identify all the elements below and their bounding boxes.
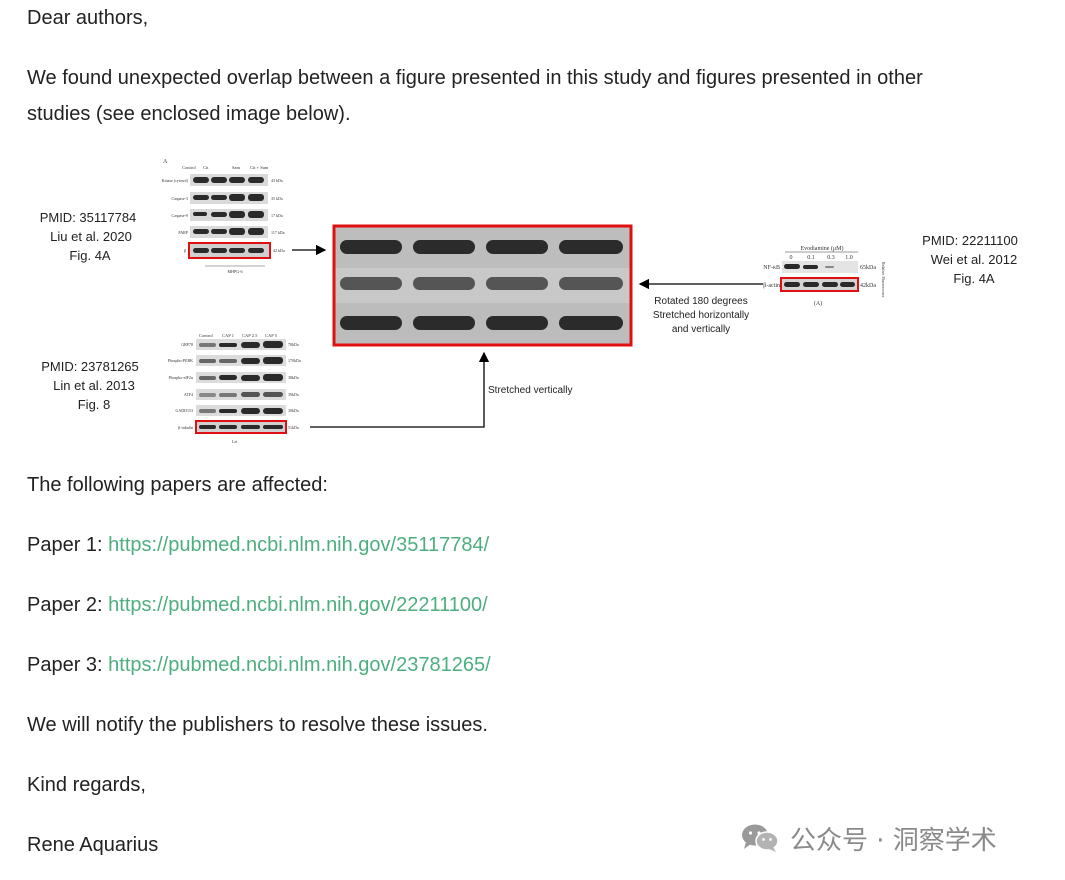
right-dose-1: 0.1 (807, 255, 815, 261)
rotate-note-line-1: Rotated 180 degrees (654, 296, 747, 307)
lt-row-1: Caspase-3 (172, 196, 188, 201)
paper-2-link[interactable]: https://pubmed.ncbi.nlm.nih.gov/22211100… (108, 594, 488, 616)
right-blot: Evodiamine (μM) 0 0.1 0.3 1.0 NF-κB β-ac… (763, 245, 886, 307)
wechat-icon (742, 824, 779, 852)
lb-row-0: GRP78 (181, 342, 193, 347)
lt-col-2: Sam (232, 165, 241, 170)
lb-footer: Lei (232, 439, 238, 444)
lb-size-1: 170kDa (288, 358, 301, 363)
lb-row-2: Phospho-eIF2α (168, 375, 193, 380)
left-top-pmid: PMID: 35117784 (40, 210, 137, 225)
overlap-figure: PMID: 35117784 Liu et al. 2020 Fig. 4A A… (40, 159, 1018, 444)
lt-size-1: 35 kDa (271, 196, 283, 201)
lb-row-1: Phospho-PERK (168, 358, 193, 363)
right-pmid: PMID: 22211100 (922, 233, 1018, 248)
lb-size-2: 38kDa (288, 375, 299, 380)
lt-size-0: 43 kDa (271, 178, 283, 183)
lb-col-0: Control (199, 333, 214, 338)
lt-size-4: 42 kDa (273, 248, 285, 253)
lt-size-2: 17 kDa (271, 213, 283, 218)
lt-row-2: Caspase-9 (172, 213, 188, 218)
lt-size-3: 117 kDa (271, 230, 285, 235)
right-highlight-box (780, 277, 859, 292)
lb-row-4: GADD153 (175, 408, 193, 413)
right-row-1: β-actin (763, 283, 780, 289)
lt-col-0: Control (182, 165, 197, 170)
left-top-blot: A Control Cit Sam Cit + Sam Kinase (cyto… (162, 159, 285, 274)
right-dose-0: 0 (790, 255, 793, 261)
notify-text: We will notify the publishers to resolve… (27, 714, 488, 736)
lb-col-3: CAP 5 (265, 333, 278, 338)
right-fig: Fig. 4A (953, 271, 995, 286)
paper-3-label: Paper 3: (27, 654, 109, 676)
right-size-1: 42kDa (860, 283, 876, 289)
paper-2: Paper 2: https://pubmed.ncbi.nlm.nih.gov… (27, 587, 488, 623)
right-panel: (A) (814, 300, 822, 307)
right-side-text: Relative Fluorescence (881, 262, 886, 298)
right-row-0: NF-κB (763, 265, 780, 271)
affected-heading: The following papers are affected: (27, 474, 328, 496)
right-authors: Wei et al. 2012 (931, 252, 1017, 267)
left-bottom-pmid: PMID: 23781265 (41, 359, 139, 374)
lb-col-1: CAP 1 (222, 333, 234, 338)
paper-2-label: Paper 2: (27, 594, 109, 616)
closing-text: Kind regards, (27, 774, 146, 796)
lt-col-1: Cit (203, 165, 209, 170)
left-top-fig: Fig. 4A (69, 248, 111, 263)
center-highlight-box (332, 224, 633, 347)
paper-1-label: Paper 1: (27, 534, 109, 556)
lb-size-3: 39kDa (288, 392, 299, 397)
signature: Rene Aquarius (27, 834, 159, 856)
watermark-text: 公众号 · 洞察学术 (790, 825, 997, 856)
right-dose-2: 0.3 (827, 255, 835, 261)
watermark: 公众号 · 洞察学术 (740, 820, 997, 856)
rotate-note-line-2: Stretched horizontally (653, 310, 749, 321)
left-top-authors: Liu et al. 2020 (50, 229, 132, 244)
paper-1-link[interactable]: https://pubmed.ncbi.nlm.nih.gov/35117784… (108, 534, 490, 556)
lb-size-0: 78kDa (288, 342, 299, 347)
right-size-0: 65kDa (860, 265, 876, 271)
center-blot (332, 224, 633, 347)
paper-3: Paper 3: https://pubmed.ncbi.nlm.nih.gov… (27, 647, 491, 683)
lb-size-4: 30kDa (288, 408, 299, 413)
lb-row-5: β-tubulin (178, 425, 193, 430)
lb-size-5: 51kDa (288, 425, 299, 430)
lt-row-4: β (184, 248, 186, 253)
stretch-note: Stretched vertically (488, 385, 572, 396)
paper-3-link[interactable]: https://pubmed.ncbi.nlm.nih.gov/23781265… (108, 654, 491, 676)
greeting: Dear authors, (27, 7, 149, 29)
lb-row-3: ATF4 (184, 392, 193, 397)
rotate-note-line-3: and vertically (672, 324, 730, 335)
right-treatment: Evodiamine (μM) (800, 245, 843, 252)
lt-footer: MHPG-6 (228, 269, 243, 274)
lt-row-0: Kinase (cytosol) (162, 178, 189, 183)
intro-line-2: studies (see enclosed image below). (27, 103, 351, 125)
panel-letter: A (163, 159, 168, 165)
arrow-left-bottom (310, 351, 490, 428)
lt-row-3: PARP (178, 230, 188, 235)
right-dose-3: 1.0 (845, 255, 853, 261)
left-bottom-blot: Control CAP 1 CAP 2.5 CAP 5 GRP78 Phosph… (168, 333, 301, 444)
lb-col-2: CAP 2.5 (242, 333, 258, 338)
paper-1: Paper 1: https://pubmed.ncbi.nlm.nih.gov… (27, 527, 489, 563)
intro-line-1: We found unexpected overlap between a fi… (27, 67, 923, 89)
lt-col-3: Cit + Sam (250, 165, 269, 170)
left-bottom-authors: Lin et al. 2013 (53, 378, 135, 393)
left-bottom-fig: Fig. 8 (78, 397, 111, 412)
